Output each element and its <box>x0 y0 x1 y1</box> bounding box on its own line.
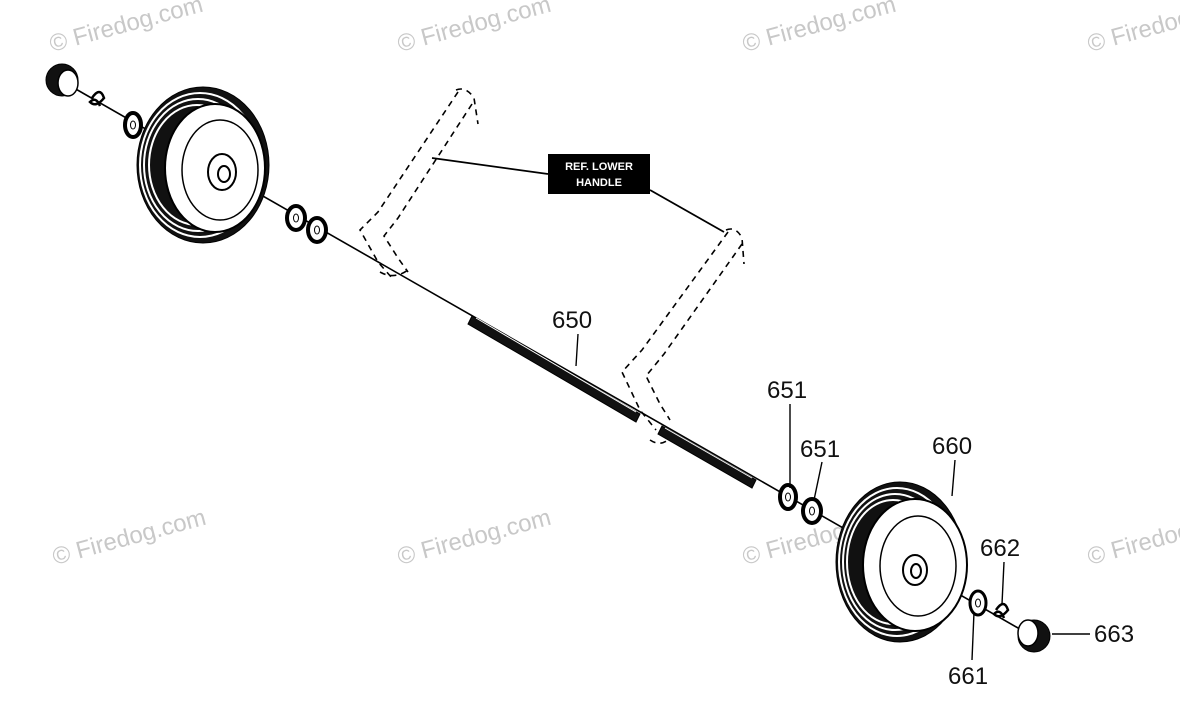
lower-handle-left-leg <box>359 88 479 279</box>
watermark-6: © Firedog.com <box>395 504 554 571</box>
right-hubcap-663 <box>1017 619 1051 653</box>
part-number-661: 661 <box>948 663 988 690</box>
callout-line-2: HANDLE <box>576 177 622 189</box>
right-washer-661 <box>968 589 988 617</box>
axle-tube <box>467 315 757 489</box>
left-inner-washer-1 <box>285 204 307 232</box>
left-hubcap <box>45 63 79 97</box>
left-wheel <box>136 86 270 244</box>
part-number-651-b: 651 <box>800 436 840 463</box>
part-number-662: 662 <box>980 535 1020 562</box>
part-numbers: 650 651 651 660 662 661 663 <box>552 307 1134 690</box>
right-spring-clip-662 <box>992 602 1010 619</box>
callout-leader-left <box>431 157 549 175</box>
right-wheel <box>835 481 968 643</box>
part-number-663: 663 <box>1094 621 1134 648</box>
ref-lower-handle-callout: REF. LOWER HANDLE <box>431 154 725 233</box>
left-inner-washer-2 <box>306 216 328 244</box>
callout-box <box>548 154 650 194</box>
watermarks: © Firedog.com © Firedog.com © Firedog.co… <box>47 0 1180 571</box>
left-spring-clip <box>88 90 106 107</box>
part-number-660: 660 <box>932 433 972 460</box>
callout-line-1: REF. LOWER <box>565 161 633 173</box>
part-number-651-a: 651 <box>767 377 807 404</box>
leader-lines <box>575 333 1090 661</box>
watermark-1: © Firedog.com <box>47 0 206 58</box>
callout-leader-right <box>649 189 725 233</box>
watermark-2: © Firedog.com <box>395 0 554 58</box>
watermark-3: © Firedog.com <box>740 0 899 58</box>
watermark-4: © Firedog.com <box>1085 0 1180 58</box>
right-washer-651-b <box>801 497 823 525</box>
left-washer-outer <box>123 111 143 139</box>
part-number-650: 650 <box>552 307 592 334</box>
right-washer-651-a <box>778 483 798 511</box>
watermark-8: © Firedog.com <box>1085 504 1180 571</box>
watermark-5: © Firedog.com <box>50 504 209 571</box>
